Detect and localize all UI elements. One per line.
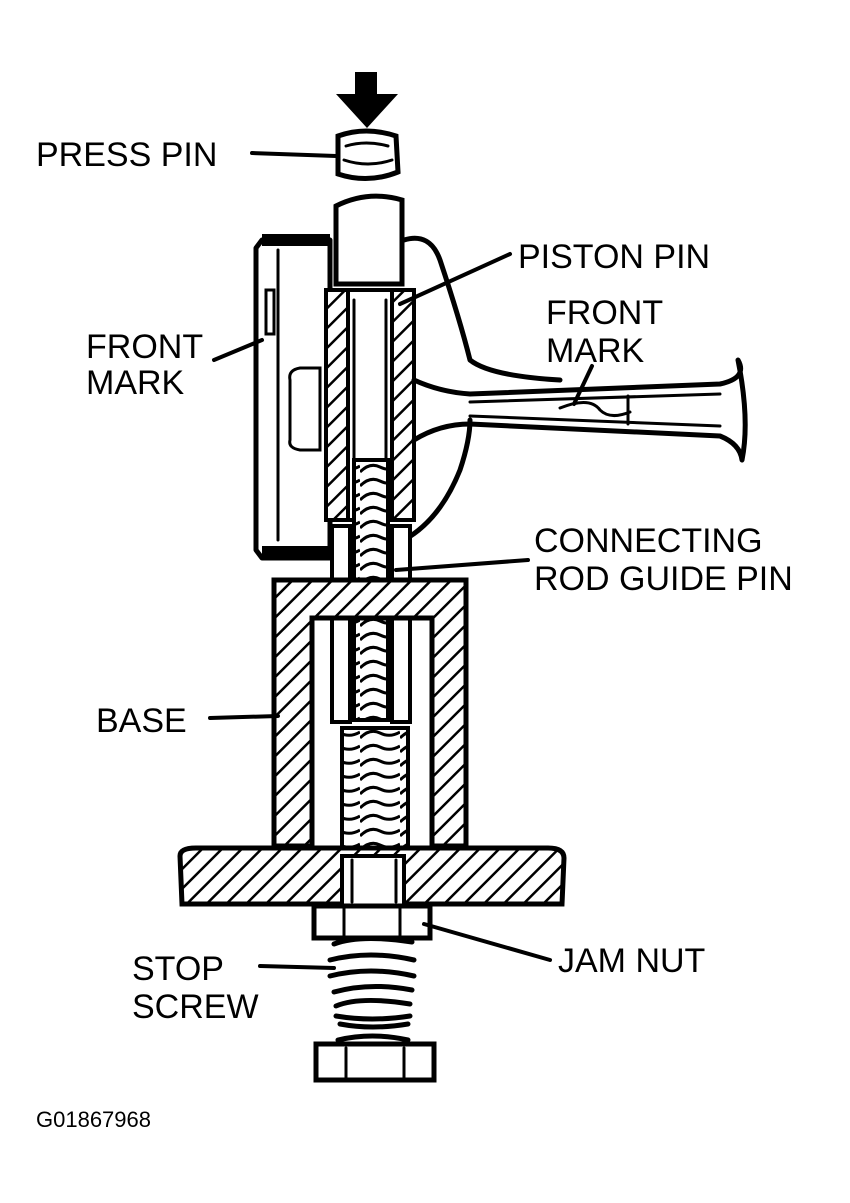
front-mark-left-label-line2: MARK [86,364,185,402]
down-arrow-icon [336,72,398,128]
base-flange [177,845,567,908]
jam-nut [311,903,433,941]
leader-lines [208,151,594,970]
piston-pin [333,193,405,287]
front-mark-right-label-line2: MARK [546,332,645,370]
stop-screw-label-line1: STOP [132,950,224,988]
front-mark-left-label-line1: FRONT [86,328,203,366]
base [271,577,469,850]
press-pin [335,128,401,181]
connecting-rod-guide-pin-label-line2: ROD GUIDE PIN [534,560,793,598]
figure-code: G01867968 [36,1107,151,1132]
base-label: BASE [96,702,187,740]
piston-body [253,234,563,561]
front-mark-right-label-line1: FRONT [546,294,663,332]
piston-pin-label: PISTON PIN [518,238,710,276]
connecting-rod [411,357,748,463]
jam-nut-label: JAM NUT [558,942,705,980]
connecting-rod-guide-pin-label-line1: CONNECTING [534,522,763,560]
press-pin-label: PRESS PIN [36,136,217,174]
stop-screw [313,935,437,1083]
stop-screw-label-line2: SCREW [132,988,259,1026]
